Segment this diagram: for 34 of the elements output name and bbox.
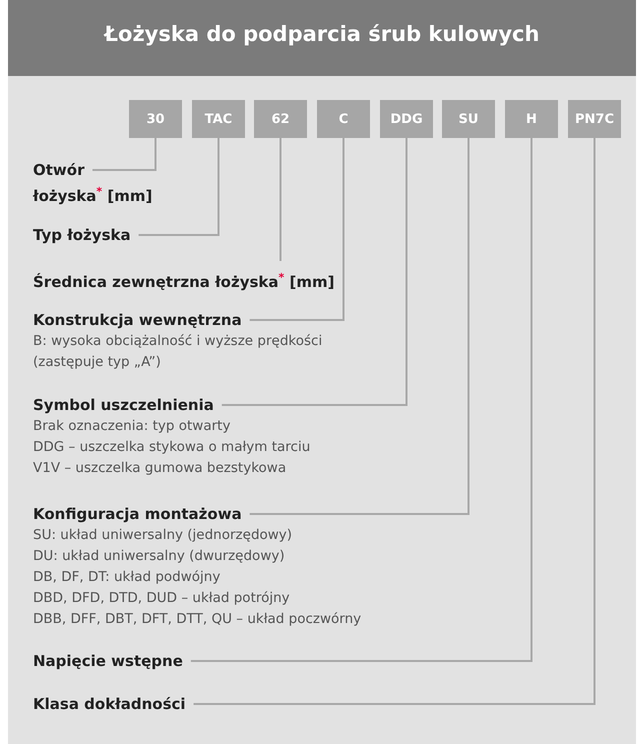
leader-line: [250, 138, 344, 321]
code-box: SU: [442, 100, 495, 138]
field-heading: Konstrukcja wewnętrzna: [33, 310, 242, 331]
code-box: DDG: [380, 100, 433, 138]
title: Łożyska do podparcia śrub kulowych: [102, 22, 540, 46]
field-heading: Klasa dokładności: [33, 694, 186, 715]
field-description: DU: układ uniwersalny (dwurzędowy): [33, 547, 286, 566]
leader-line: [222, 138, 408, 406]
leader-line: [250, 138, 470, 515]
field-description: DB, DF, DT: układ podwójny: [33, 568, 222, 587]
code-box: 30: [129, 100, 182, 138]
field-description: SU: układ uniwersalny (jednorzędowy): [33, 526, 294, 545]
field-heading: Typ łożyska: [33, 225, 131, 246]
leader-line: [138, 138, 220, 236]
field-heading: Symbol uszczelnienia: [33, 395, 214, 416]
field-description: B: wysoka obciążalność i wyższe prędkości (zastępuje typ „A”): [33, 332, 324, 372]
field-description: DBB, DFF, DBT, DFT, DTT, QU – układ poczwórny: [33, 610, 362, 629]
code-box: H: [505, 100, 558, 138]
code-box: PN7C: [568, 100, 621, 138]
code-box: 62: [254, 100, 307, 138]
field-description: DDG – uszczelka stykowa o małym tarciu: [33, 438, 310, 457]
field-description: Brak oznaczenia: typ otwarty: [33, 417, 232, 436]
field-description: DBD, DFD, DTD, DUD – układ potrójny: [33, 589, 291, 608]
field-heading: Napięcie wstępne: [33, 651, 183, 672]
field-description: V1V – uszczelka gumowa bezstykowa: [33, 459, 288, 478]
leader-line: [280, 138, 282, 261]
field-heading: Średnica zewnętrzna łożyska$^{*}$ [mm]: [33, 270, 334, 293]
leader-line: [194, 138, 596, 705]
field-heading: Otwór łożyska$^{*}$ [mm]: [33, 160, 153, 207]
leader-line: [190, 138, 532, 662]
code-box: C: [317, 100, 370, 138]
field-heading: Konfiguracja montażowa: [33, 504, 242, 525]
code-box: TAC: [192, 100, 245, 138]
leader-line: [92, 138, 156, 171]
